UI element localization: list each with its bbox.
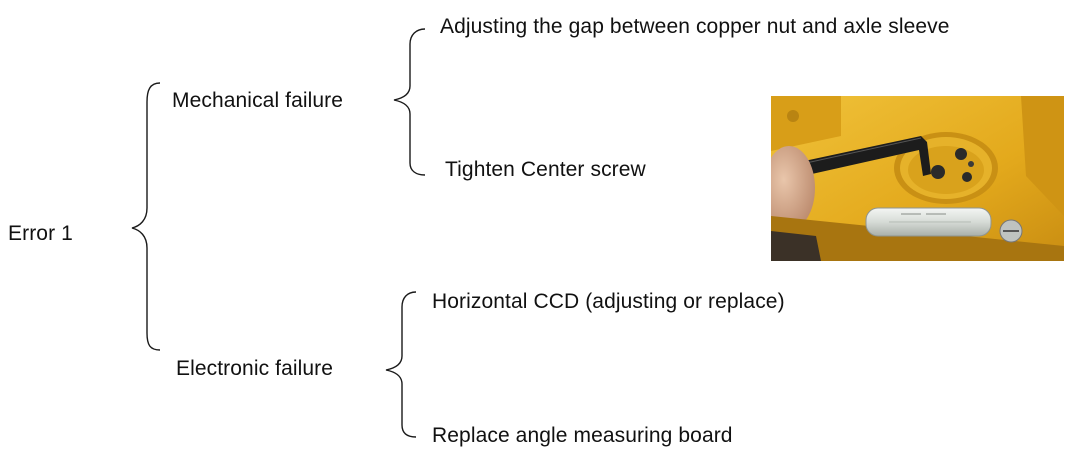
branch-label-electronic: Electronic failure [176, 357, 334, 380]
leaf-tighten-screw: Tighten Center screw [445, 158, 646, 181]
branch-label-mechanical: Mechanical failure [172, 89, 344, 112]
leaf-replace-board: Replace angle measuring board [432, 424, 733, 447]
root-label: Error 1 [8, 222, 73, 245]
center-screw-photo [771, 96, 1064, 261]
leaf-horizontal-ccd: Horizontal CCD (adjusting or replace) [432, 290, 785, 313]
mechanical-brace [393, 28, 426, 176]
leaf-adjust-gap: Adjusting the gap between copper nut and… [440, 15, 950, 38]
root-brace [131, 82, 161, 351]
electronic-brace [385, 291, 417, 438]
